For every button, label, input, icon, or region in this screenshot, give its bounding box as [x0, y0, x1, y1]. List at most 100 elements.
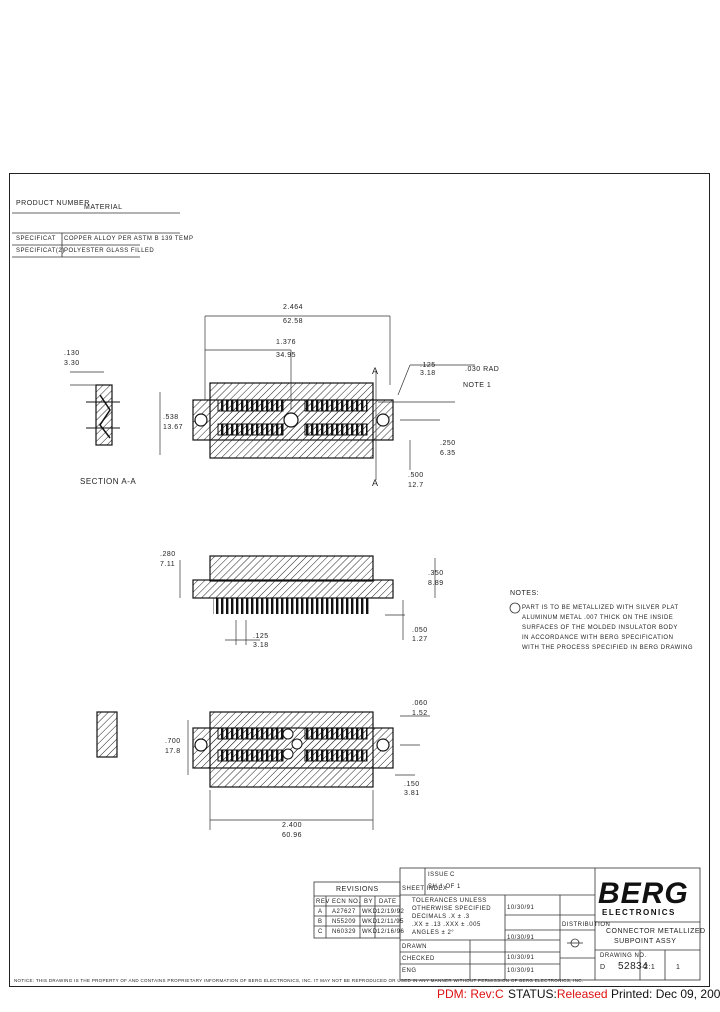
note-line-4: IN ACCORDANCE WITH BERG SPECIFICATION — [522, 635, 674, 641]
title-block — [399, 867, 701, 981]
rev-c-ecn: N60329 — [332, 929, 357, 935]
section-a-a-view — [70, 371, 120, 446]
rev-c-date: 12/16/96 — [377, 929, 405, 935]
notes-title: NOTES: — [510, 590, 540, 597]
sheet-no-value: 1 — [676, 964, 681, 971]
issue-label: ISSUE — [428, 872, 449, 878]
dim-b-len-mm: 60.96 — [282, 832, 303, 839]
dim-height-in: .538 — [163, 414, 179, 421]
dim-pitch-in: .050 — [412, 627, 428, 634]
status-label: STATUS: — [508, 987, 557, 1001]
rev-a-rev: A — [318, 909, 323, 915]
tol-line-2: OTHERWISE SPECIFIED — [412, 906, 492, 912]
note-ref-label: NOTE 1 — [463, 382, 492, 389]
dim-pitch-mm: 1.27 — [412, 636, 428, 643]
pdm-value: C — [495, 987, 504, 1001]
material-row2-material: POLYESTER GLASS FILLED — [64, 248, 155, 254]
printed-value: Dec 09, 2007 — [655, 987, 720, 1001]
part-title-1: CONNECTOR METALLIZED — [606, 928, 706, 935]
pdm-label: PDM: Rev: — [437, 987, 496, 1001]
dim-side-mm: 12.7 — [408, 482, 424, 489]
size-value: D — [600, 964, 606, 971]
rev-b-ecn: N55209 — [332, 919, 357, 925]
bottom-view-connector — [96, 711, 430, 830]
pdm-rev: PDM: Rev:C — [437, 987, 504, 1001]
top-view-connector — [159, 315, 475, 480]
part-title-2: SUBPOINT ASSY — [614, 938, 677, 945]
status-value: Released — [556, 987, 608, 1001]
rev-c-rev: C — [318, 929, 323, 935]
issue-value: C — [450, 872, 455, 878]
dim-mid-top-in: .280 — [160, 551, 176, 558]
material-row1-material: COPPER ALLOY PER ASTM B 139 TEMP — [64, 236, 194, 242]
approval-date-3: 10/30/91 — [507, 955, 535, 961]
dim-left-top-in: .130 — [64, 350, 80, 357]
note-line-1: PART IS TO BE METALLIZED WITH SILVER PLA… — [522, 605, 679, 611]
approval-eng: ENG — [402, 968, 417, 974]
distribution-label: DISTRIBUTION — [562, 922, 611, 928]
status: STATUS:Released — [508, 987, 608, 1001]
dim-tail-mm: 6.35 — [440, 450, 456, 457]
tol-line-5: ANGLES ± 2° — [412, 930, 455, 936]
material-row1-part: SPECIFICAT — [16, 236, 56, 242]
dim-b-low-in: .150 — [404, 781, 420, 788]
dim-center-mm: 34.95 — [276, 352, 297, 359]
rev-b-rev: B — [318, 919, 323, 925]
dim-mid-top-mm: 7.11 — [160, 561, 176, 568]
rev-c-by: WKD — [362, 929, 378, 935]
rev-b-by: WKD — [362, 919, 378, 925]
material-col-product: PRODUCT NUMBER — [16, 200, 90, 207]
rev-b-date: 12/11/95 — [377, 919, 404, 925]
printed-label: Printed: — [611, 987, 653, 1001]
revisions-title: REVISIONS — [336, 886, 379, 893]
rev-header-rev: REV — [316, 899, 330, 905]
dim-center-in: 1.376 — [276, 339, 297, 346]
note-line-3: SURFACES OF THE MOLDED INSULATOR BODY — [522, 625, 678, 631]
scale-value: 2:1 — [644, 964, 656, 971]
notes-marker — [509, 602, 521, 614]
dim-b-len-in: 2.400 — [282, 822, 303, 829]
rev-header-ecn: ECN NO. — [332, 899, 361, 905]
drawing-no-label: DRAWING NO. — [600, 953, 647, 959]
cut-a-top: A — [372, 366, 379, 376]
tol-line-4: .XX ± .13 .XXX ± .005 — [412, 922, 481, 928]
rev-header-by: BY — [364, 899, 374, 905]
dim-b-side-mm: 1.52 — [412, 710, 428, 717]
dim-gap-in: .125 — [253, 633, 269, 640]
dim-pin-in: .125 — [420, 362, 436, 369]
approval-date-4: 10/30/91 — [507, 968, 535, 974]
approval-drawn: DRAWN — [402, 944, 427, 950]
drawing-sheet — [9, 173, 710, 987]
dim-b-low-mm: 3.81 — [404, 790, 420, 797]
note-line-5: WITH THE PROCESS SPECIFIED IN BERG DRAWI… — [522, 645, 694, 651]
dim-b-side-in: .060 — [412, 700, 428, 707]
approval-checked: CHECKED — [402, 956, 435, 962]
tol-line-3: DECIMALS .X ± .3 — [412, 914, 470, 920]
dim-overall-in: 2.464 — [283, 304, 304, 311]
dim-side-in: .500 — [408, 472, 424, 479]
approval-date-1: 10/30/91 — [507, 905, 535, 911]
rev-a-by: WKD — [362, 909, 378, 915]
dim-mid-h-in: .350 — [428, 570, 444, 577]
dim-height-mm: 13.67 — [163, 424, 184, 431]
drawing-no-value: 52834 — [618, 961, 649, 972]
side-view-connector — [179, 555, 436, 645]
dim-b-h-in: .700 — [165, 738, 181, 745]
berg-logo-sub: ELECTRONICS — [602, 908, 676, 917]
material-col-material: MATERIAL — [84, 204, 123, 211]
rev-header-date: DATE — [379, 899, 397, 905]
dim-gap-mm: 3.18 — [253, 642, 269, 649]
berg-logo: BERG — [598, 877, 689, 910]
rev-a-ecn: A27627 — [332, 909, 356, 915]
sheet-index-label: SHEET INDEX — [402, 886, 448, 892]
dim-left-top-mm: 3.30 — [64, 360, 80, 367]
cut-a-bottom: A — [372, 478, 379, 488]
sheet-value: SH 1 OF 1 — [428, 884, 461, 890]
material-row2-part: SPECIFICAT(2) — [16, 248, 65, 254]
dim-tail-in: .250 — [440, 440, 456, 447]
rev-a-date: 12/19/92 — [377, 909, 405, 915]
radius-label: .030 RAD — [465, 366, 500, 373]
section-label: SECTION A-A — [80, 477, 137, 486]
dim-b-h-mm: 17.8 — [165, 748, 181, 755]
